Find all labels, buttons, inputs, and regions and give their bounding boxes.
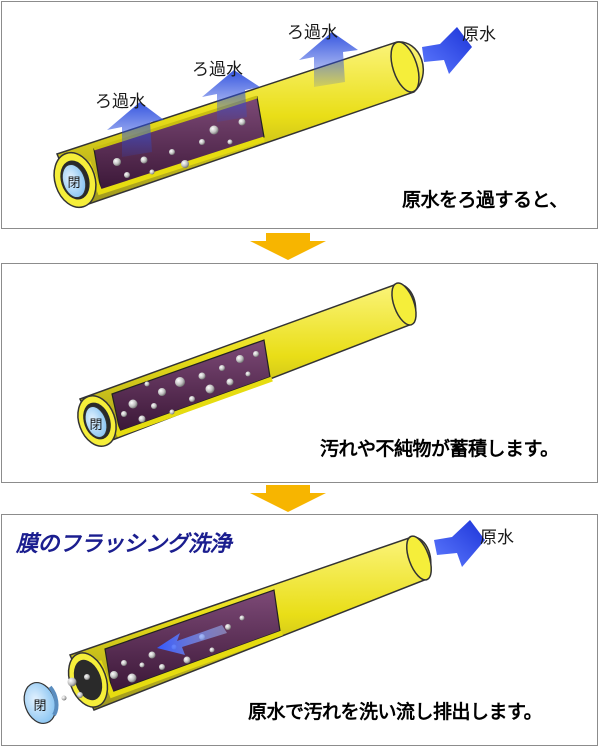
filtered-water-label-2: ろ過水	[192, 60, 243, 80]
valve-label: 閉	[33, 699, 47, 714]
panel1-caption: 原水をろ過すると、	[402, 189, 568, 211]
particles	[121, 351, 259, 423]
step-arrow-icon	[250, 233, 326, 260]
filtered-water-arrow-3	[299, 32, 358, 87]
valve-label: 閉	[89, 418, 103, 433]
particles	[113, 118, 246, 178]
panel2-caption: 汚れや不純物が蓄積します。	[320, 438, 559, 460]
flushing-panel: 膜のフラッシング洗浄 原水 閉 原水で汚れを洗い流し排出します。	[1, 514, 598, 746]
raw-water-arrow-icon	[434, 520, 485, 567]
raw-water-arrow-icon	[422, 27, 472, 74]
filtered-water-label-1: ろ過水	[95, 92, 146, 112]
flushing-diagram	[23, 520, 485, 724]
filtered-water-arrows	[107, 32, 358, 157]
membrane-interior	[111, 339, 271, 432]
valve-label: 閉	[67, 176, 81, 191]
panel3-caption: 原水で汚れを洗い流し排出します。	[248, 701, 543, 723]
filtration-panel: ろ過水 ろ過水 ろ過水 原水 閉 原水をろ過すると、	[1, 1, 598, 229]
filtered-water-label-3: ろ過水	[287, 23, 338, 43]
closed-valve-icon	[61, 163, 87, 199]
flushing-heading: 膜のフラッシング洗浄	[16, 532, 232, 557]
accumulation-panel: 閉 汚れや不純物が蓄積します。	[1, 263, 598, 483]
flush-flow-arrow-icon	[157, 625, 227, 655]
filtered-water-arrow-2	[202, 70, 260, 122]
closed-valve-icon	[84, 406, 108, 438]
raw-water-label: 原水	[480, 528, 514, 548]
ejected-particles	[61, 674, 90, 701]
filtered-water-arrow-1	[107, 102, 164, 157]
accumulation-diagram	[77, 282, 417, 447]
step-arrow-icon	[250, 485, 326, 512]
filtration-diagram	[53, 27, 472, 209]
raw-water-label: 原水	[462, 25, 496, 45]
